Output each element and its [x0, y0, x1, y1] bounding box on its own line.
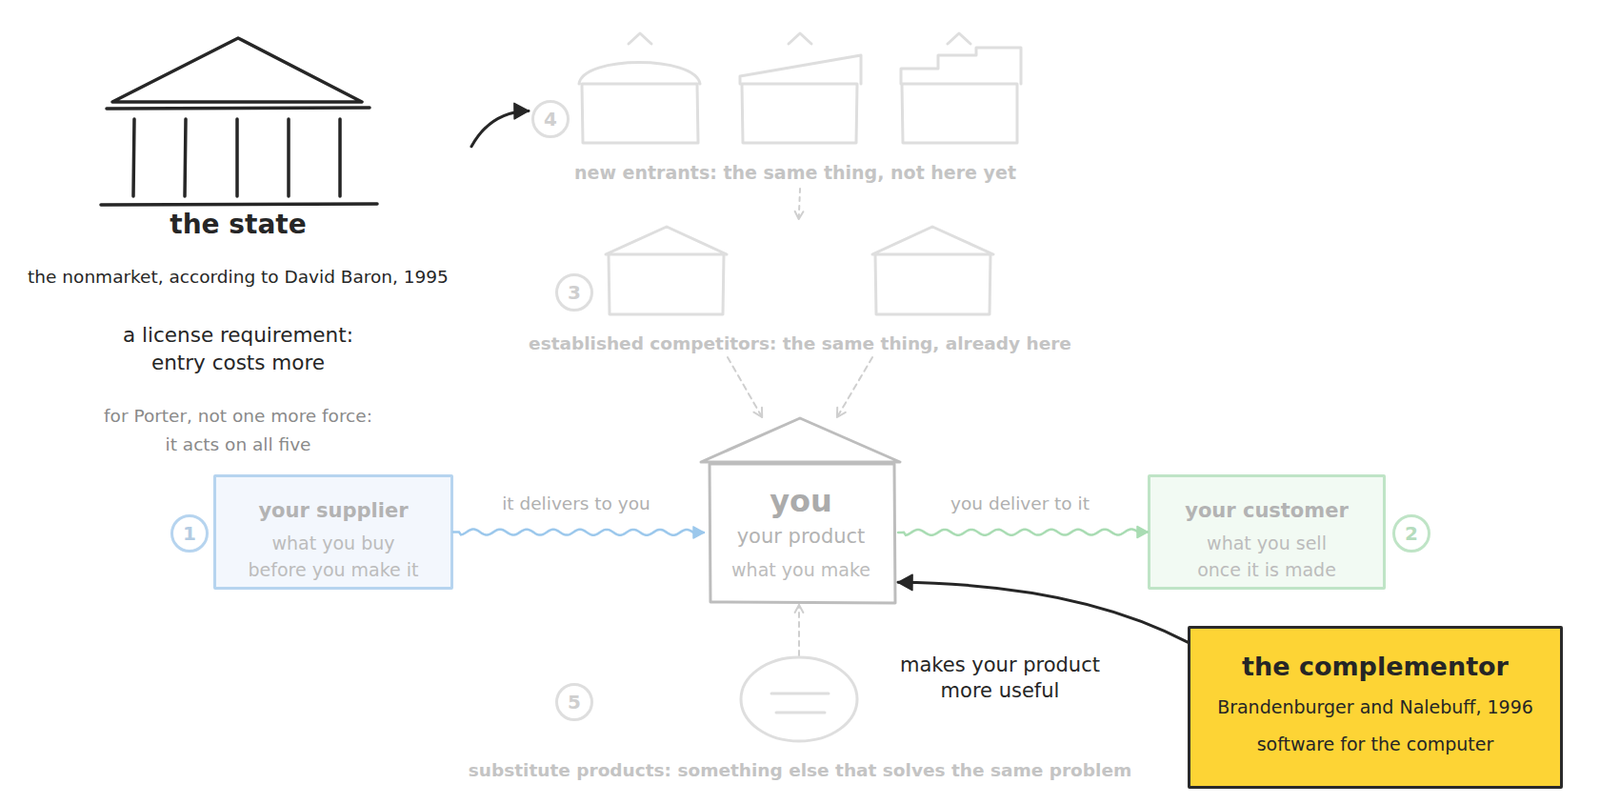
state-node: the state the nonmarket, according to Dav… [4, 28, 472, 291]
edge-label: it delivers to you [501, 492, 651, 516]
substitute-lines [771, 693, 829, 713]
callout-number: 1 [170, 514, 209, 553]
node-body: software for the computer [1190, 732, 1560, 756]
connector-line [471, 110, 529, 146]
arrow-head [795, 211, 804, 220]
node-title: you [703, 481, 899, 520]
influence-arrow [471, 102, 529, 146]
complement-arrow [898, 574, 1188, 642]
arrow-head [898, 574, 913, 591]
entrants-node: new entrants: the same thing, not here y… [528, 26, 1062, 189]
node-title: the complementor [1190, 650, 1560, 683]
chevron [947, 33, 971, 44]
competitor-buildings [605, 226, 994, 315]
customer-box: your customer what you sell once it is ma… [1147, 474, 1386, 590]
dashed-arrow [727, 357, 762, 418]
arrow-head [795, 604, 804, 613]
connector-line [898, 529, 1148, 536]
node-title: the state [4, 206, 472, 242]
connector-line [898, 581, 1188, 642]
connector-line [799, 188, 800, 220]
arrow-head [514, 102, 529, 120]
node-title: your customer [1150, 497, 1383, 524]
edge-label: makes your product more useful [890, 652, 1110, 704]
building-columns [133, 119, 340, 197]
callout-number: 3 [555, 273, 594, 312]
note-text: for Porter, not one more force: it acts … [99, 401, 378, 460]
house-roof [700, 418, 900, 462]
building-roof [112, 38, 362, 102]
dashed-arrow [795, 188, 804, 220]
node-title: substitute products: something else that… [409, 759, 1191, 782]
note-text: a license requirement: entry costs more [107, 320, 370, 377]
arrow-head [753, 407, 762, 418]
dashed-arrow [795, 604, 804, 656]
building-icon [579, 62, 700, 144]
complementor-box: the complementorBrandenburger and Nalebu… [1187, 625, 1563, 789]
node-body: what you sell once it is made [1169, 529, 1364, 583]
entrant-buildings [579, 33, 1021, 143]
dashed-arrow [837, 357, 873, 418]
you-house: you your product what you make [703, 417, 899, 605]
chevron [788, 33, 812, 44]
node-body: what you buy before you make it [235, 529, 432, 583]
edge-label: you deliver to it [950, 492, 1090, 516]
node-body: Brandenburger and Nalebuff, 1996 [1190, 695, 1560, 719]
arrow-head [837, 407, 846, 418]
arrow-head [1137, 526, 1148, 539]
node-body: your product [703, 523, 899, 549]
substitute-ellipse [740, 657, 858, 741]
state-building [100, 38, 378, 205]
building-icon [900, 47, 1021, 143]
connector-line [837, 357, 873, 418]
node-title: established competitors: the same thing,… [490, 332, 1110, 356]
building-icon [605, 226, 727, 315]
delivery-flow [898, 526, 1148, 539]
connector-line [453, 529, 704, 536]
connector-line [727, 357, 762, 418]
node-body: what you make [703, 558, 899, 581]
substitute-icon [740, 657, 858, 741]
callout-number: 4 [531, 100, 570, 139]
connector-line [798, 604, 800, 656]
supplier-box: your supplier what you buy before you mak… [213, 474, 454, 590]
node-title: your supplier [216, 497, 451, 524]
building-icon [872, 226, 994, 315]
building-icon [740, 55, 861, 143]
arrow-head [693, 526, 704, 539]
supply-flow [453, 526, 704, 539]
chevron [628, 33, 652, 44]
callout-number: 5 [555, 682, 594, 721]
building-beam [106, 107, 370, 109]
node-subtitle: the nonmarket, according to David Baron,… [4, 265, 472, 288]
building-base [100, 203, 378, 205]
callout-number: 2 [1392, 514, 1431, 553]
node-title: new entrants: the same thing, not here y… [528, 160, 1062, 184]
